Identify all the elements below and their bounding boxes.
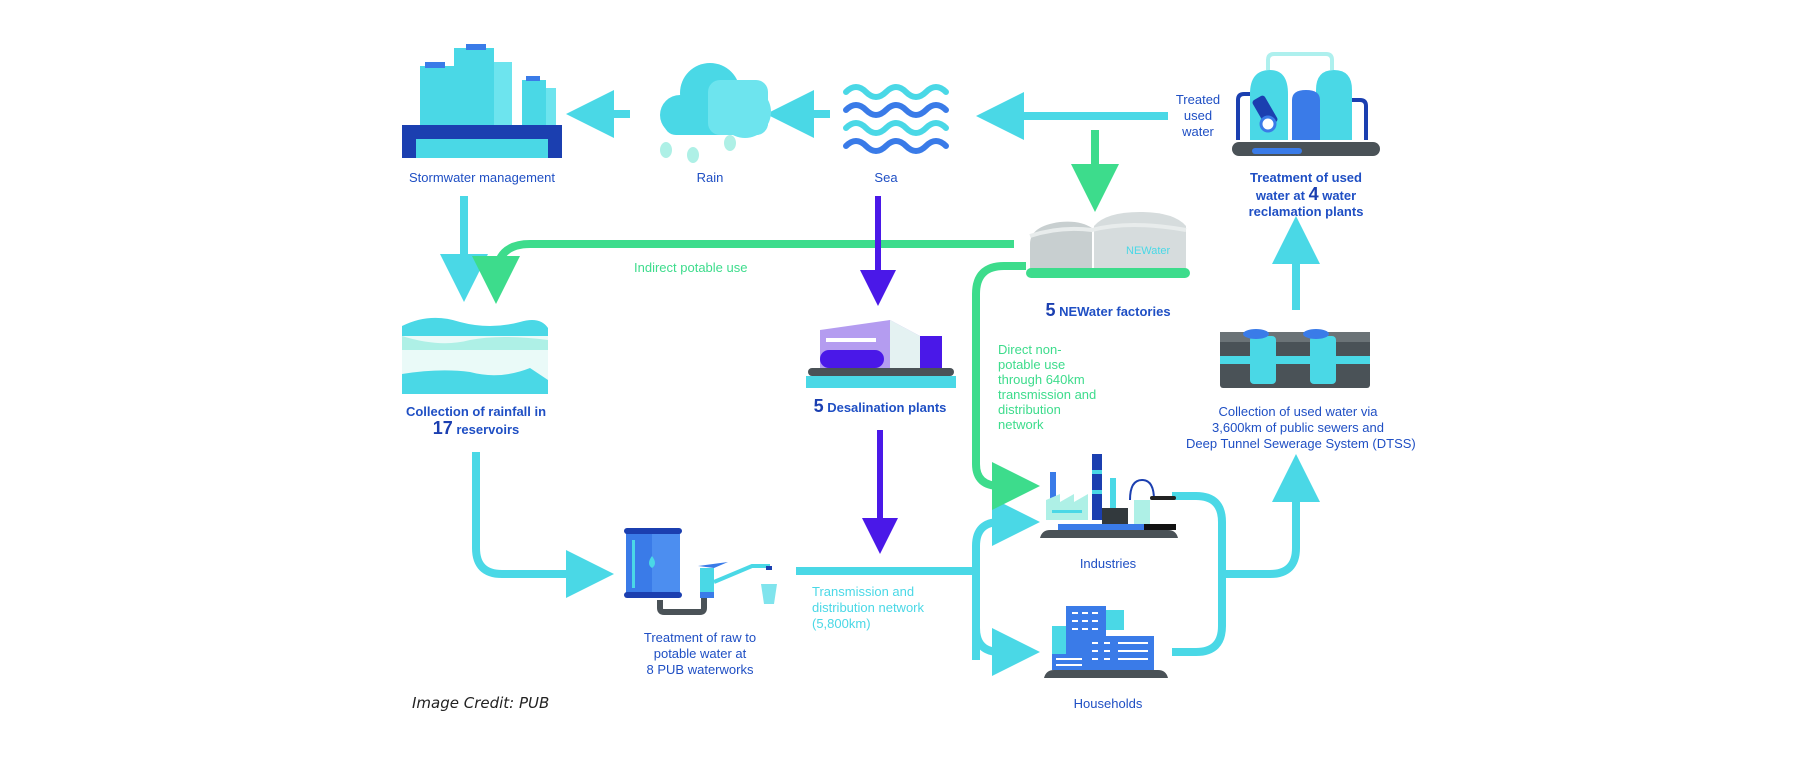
transmission-line-3: (5,800km) bbox=[812, 616, 871, 631]
reservoir-icon bbox=[402, 317, 548, 394]
waterworks-label: Treatment of raw to potable water at 8 P… bbox=[620, 630, 780, 678]
treated-used-water-label: Treated used water bbox=[1170, 92, 1226, 140]
direct-line-5: distribution bbox=[998, 402, 1061, 417]
sewer-collection-icon bbox=[1220, 329, 1370, 388]
flow-to-industries bbox=[972, 498, 1040, 660]
reservoirs-label: Collection of rainfall in 17 reservoirs bbox=[396, 404, 556, 438]
collection-line-2: 3,600km of public sewers and bbox=[1212, 420, 1384, 435]
rain-cloud-icon bbox=[660, 63, 771, 163]
sea-label: Sea bbox=[874, 170, 898, 185]
treated-line-1: Treated bbox=[1175, 92, 1221, 107]
flow-reservoirs-to-waterworks bbox=[472, 452, 614, 598]
reclamation-plant-icon bbox=[1232, 52, 1380, 156]
stormwater-label: Stormwater management bbox=[409, 170, 555, 185]
direct-non-potable-label: Direct non- potable use through 640km tr… bbox=[998, 342, 1096, 432]
transmission-line-2: distribution network bbox=[812, 600, 924, 615]
flow-indirect-potable bbox=[472, 240, 1014, 304]
stormwater-city-icon bbox=[402, 44, 562, 158]
industries-factory-icon bbox=[1040, 454, 1178, 538]
reservoirs-line-2-post: reservoirs bbox=[452, 422, 520, 437]
reclamation-line-2-post: water bbox=[1318, 188, 1357, 203]
reclamation-line-1: Treatment of used bbox=[1250, 170, 1362, 185]
direct-line-6: network bbox=[998, 417, 1044, 432]
reclamation-line-2-pre: water at bbox=[1255, 188, 1309, 203]
waterworks-line-1: Treatment of raw to bbox=[643, 630, 757, 645]
reservoirs-line-1: Collection of rainfall in bbox=[405, 404, 547, 419]
reservoirs-line-2: 17 reservoirs bbox=[396, 418, 556, 438]
households-buildings-icon bbox=[1044, 606, 1168, 678]
flow-industries-to-sewers bbox=[1172, 492, 1226, 656]
direct-line-2: potable use bbox=[998, 357, 1066, 372]
reservoirs-count: 17 bbox=[432, 418, 453, 438]
industries-label: Industries bbox=[1079, 556, 1137, 571]
collection-line-1: Collection of used water via bbox=[1218, 404, 1378, 419]
households-label: Households bbox=[1073, 696, 1143, 711]
waterworks-line-2: potable water at bbox=[653, 646, 747, 661]
rain-label: Rain bbox=[696, 170, 724, 185]
reclamation-line-2: water at 4 water bbox=[1222, 184, 1390, 204]
waterworks-tank-tap-icon bbox=[624, 528, 777, 615]
newater-label: 5 NEWater factories bbox=[1026, 300, 1190, 320]
newater-count: 5 bbox=[1045, 300, 1056, 320]
direct-line-1: Direct non- bbox=[998, 342, 1062, 357]
desalination-count: 5 bbox=[813, 396, 824, 416]
desalination-label: 5 Desalination plants bbox=[800, 396, 960, 416]
reclamation-line-3: reclamation plants bbox=[1248, 204, 1364, 219]
newater-text: NEWater factories bbox=[1055, 304, 1171, 319]
image-credit: Image Credit: PUB bbox=[412, 694, 550, 712]
treated-line-2: used bbox=[1183, 108, 1213, 123]
used-water-collection-label: Collection of used water via 3,600km of … bbox=[1186, 404, 1416, 452]
reclamation-label: Treatment of used water at 4 water recla… bbox=[1222, 170, 1390, 220]
flow-sewers-up bbox=[1222, 454, 1320, 578]
collection-line-3: Deep Tunnel Sewerage System (DTSS) bbox=[1186, 436, 1416, 451]
direct-line-3: through 640km bbox=[998, 372, 1085, 387]
sea-waves-icon bbox=[843, 84, 949, 154]
flow-to-households bbox=[972, 560, 1040, 676]
desalination-text: Desalination plants bbox=[823, 400, 947, 415]
flow-direct-non-potable bbox=[972, 262, 1040, 510]
waterworks-line-3: 8 PUB waterworks bbox=[646, 662, 754, 677]
newater-factory-icon: NEWater bbox=[1026, 212, 1190, 278]
transmission-line-1: Transmission and bbox=[812, 584, 915, 599]
desalination-plant-icon bbox=[806, 320, 956, 388]
newater-tank-text: NEWater bbox=[1126, 245, 1171, 257]
treated-line-3: water bbox=[1182, 124, 1214, 139]
indirect-potable-label: Indirect potable use bbox=[634, 260, 748, 275]
direct-line-4: transmission and bbox=[998, 387, 1097, 402]
transmission-network-label: Transmission and distribution network (5… bbox=[812, 584, 924, 632]
reclamation-count: 4 bbox=[1308, 184, 1319, 204]
